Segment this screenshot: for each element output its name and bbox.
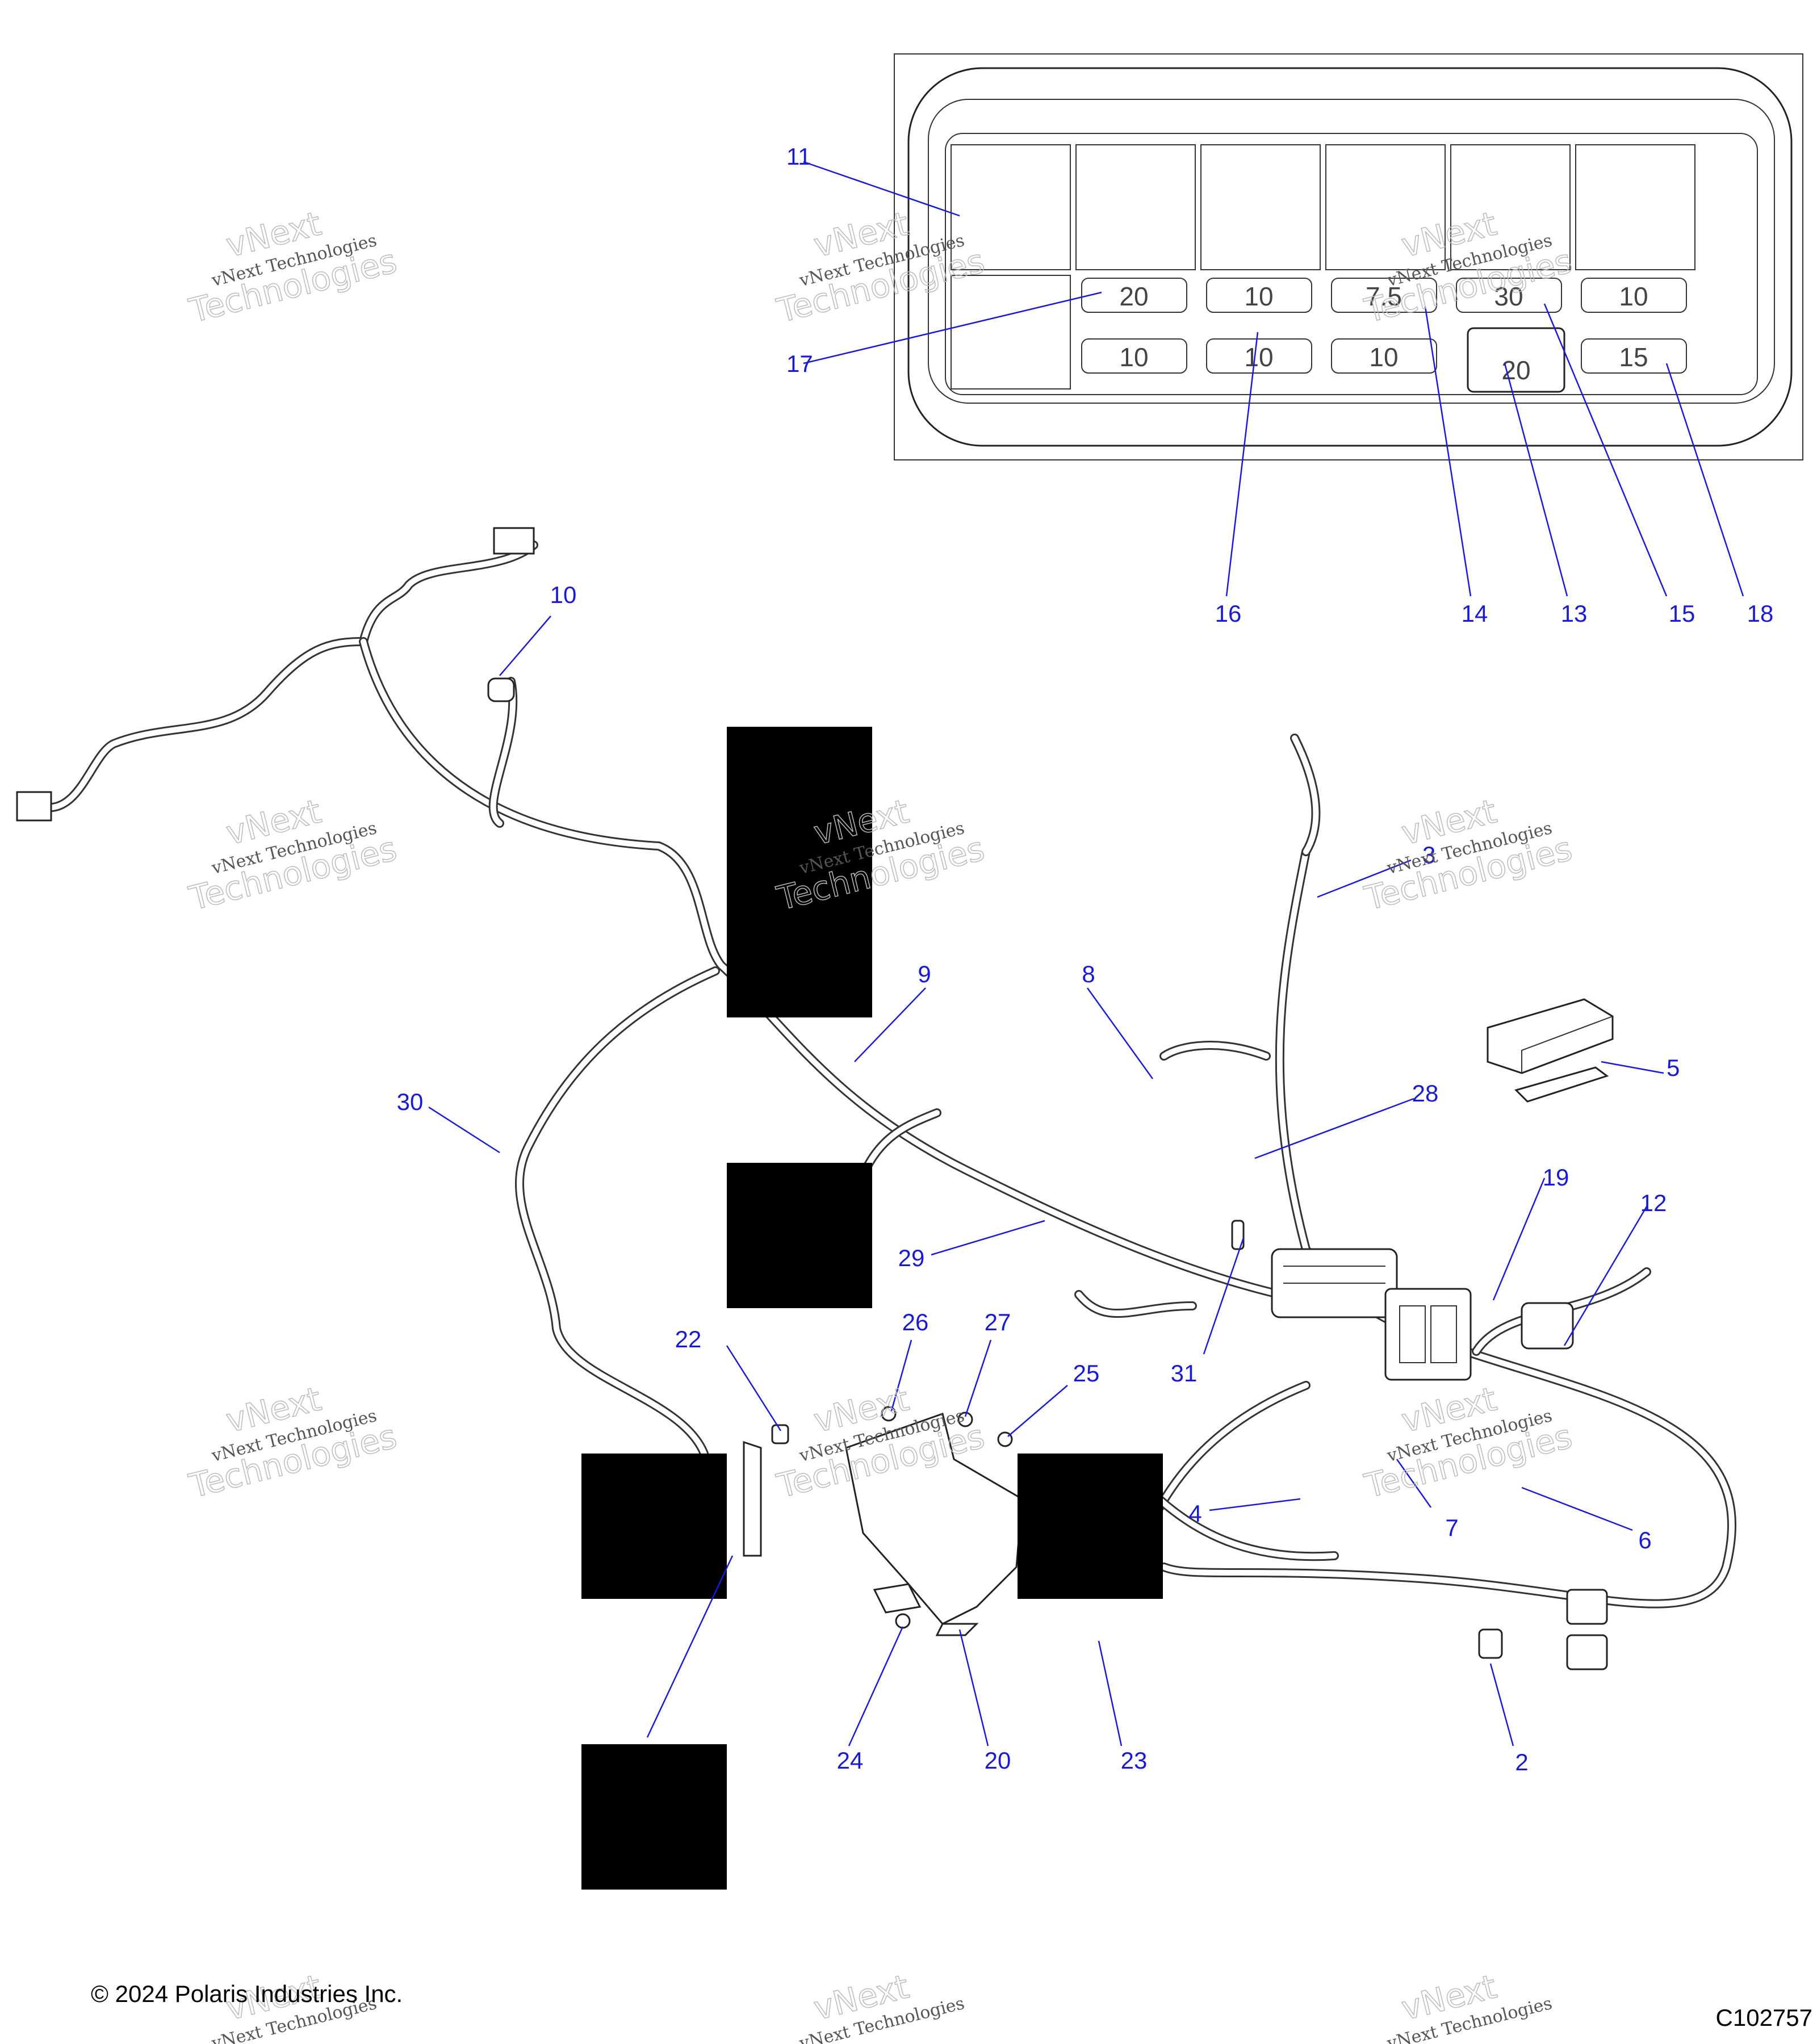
fuse-top-3: 7.5: [1331, 278, 1437, 313]
fuse-box-detail: 20 10 7.5 30 10 10: [894, 53, 1803, 460]
fuse-rating: 15: [1619, 342, 1648, 372]
watermark: vNext vNext Technologies Technologies: [185, 791, 401, 919]
callout-16: 16: [1215, 600, 1242, 627]
fuse-top-4: 30: [1456, 278, 1562, 313]
watermark: vNext vNext Technologies: [1385, 1967, 1555, 2044]
connector-pair-rear: [1566, 1589, 1608, 1670]
fuse-rating: 7.5: [1366, 282, 1402, 311]
callout-31: 31: [1171, 1360, 1198, 1387]
fuse-rating: 10: [1119, 342, 1148, 372]
fuse-rating: 10: [1369, 342, 1398, 372]
fuse-part-31: [1231, 1220, 1245, 1250]
callout-7: 7: [1445, 1514, 1458, 1541]
callout-12: 12: [1640, 1189, 1667, 1216]
copyright-notice: © 2024 Polaris Industries Inc.: [91, 1980, 403, 2007]
fuse-bottom-5: 15: [1581, 338, 1687, 374]
callout-15: 15: [1669, 600, 1695, 627]
callout-27: 27: [985, 1309, 1011, 1335]
callout-10: 10: [550, 581, 577, 608]
fuse-top-1: 20: [1081, 278, 1187, 313]
watermark: vNext vNext Technologies: [797, 1967, 967, 2044]
fuse-rating: 20: [1119, 282, 1148, 311]
fuse-label-part-5: [1514, 1066, 1609, 1103]
callout-labels: 11 17 16 14 13 15 18 10 3 5 9 8 28 30 29…: [397, 143, 1774, 1775]
callout-18: 18: [1747, 600, 1774, 627]
fastener-part-24: [895, 1613, 911, 1629]
fuse-rating: 10: [1619, 282, 1648, 311]
fuse-rating: 30: [1494, 282, 1523, 311]
fuse-box-cover-part-5: [1487, 998, 1614, 1074]
leader-lines: [428, 161, 1744, 1746]
connector-front-left: [16, 791, 52, 822]
figure-id: C102757: [1715, 2004, 1812, 2031]
connector-front-top: [493, 527, 535, 555]
fuse-rating: 10: [1244, 342, 1273, 372]
power-distribution-module: [1271, 1248, 1398, 1318]
fuse-bottom-2: 10: [1206, 338, 1312, 374]
callout-19: 19: [1543, 1164, 1569, 1191]
callout-28: 28: [1412, 1080, 1439, 1107]
watermark: vNext vNext Technologies Technologies: [185, 204, 401, 331]
fuse-bottom-3: 10: [1331, 338, 1437, 374]
relay-part-12: [1521, 1302, 1574, 1350]
fuse-row-bottom: 10 10 10 20 15: [1081, 327, 1687, 393]
callout-9: 9: [918, 961, 931, 987]
fuse-rating: 10: [1244, 282, 1273, 311]
callout-30: 30: [397, 1088, 424, 1115]
callout-13: 13: [1561, 600, 1588, 627]
screw-part-22: [771, 1424, 789, 1444]
callout-8: 8: [1082, 961, 1095, 987]
callout-22: 22: [675, 1326, 702, 1352]
fuse-bottom-1: 10: [1081, 338, 1187, 374]
callout-17: 17: [786, 350, 813, 377]
callout-11: 11: [786, 143, 811, 170]
redaction-blocks: [581, 727, 1163, 1890]
callout-24: 24: [837, 1747, 864, 1774]
watermark: vNext vNext Technologies Technologies: [1360, 791, 1576, 919]
fuse-top-2: 10: [1206, 278, 1312, 313]
fuse-row-top: 20 10 7.5 30 10: [1081, 278, 1687, 313]
connector-part-2: [1478, 1628, 1503, 1659]
callout-3: 3: [1422, 841, 1435, 868]
watermark: vNext vNext Technologies Technologies: [773, 204, 989, 331]
watermark: vNext vNext Technologies Technologies: [1360, 1379, 1576, 1506]
mounting-bracket-part-20: [845, 1413, 1023, 1636]
callout-2: 2: [1515, 1749, 1528, 1775]
connector-part-10: [487, 677, 515, 702]
callout-25: 25: [1073, 1360, 1100, 1387]
callout-6: 6: [1638, 1527, 1651, 1553]
relay-row: [951, 144, 1695, 389]
bracket-part-21: [743, 1440, 762, 1557]
callout-5: 5: [1667, 1054, 1680, 1081]
callout-26: 26: [902, 1309, 929, 1335]
watermark: vNext vNext Technologies Technologies: [185, 1379, 401, 1506]
fuse-bottom-4-large: 20: [1467, 327, 1565, 393]
fastener-part-27: [957, 1411, 973, 1427]
callout-29: 29: [898, 1245, 925, 1271]
callout-14: 14: [1462, 600, 1488, 627]
callout-23: 23: [1121, 1747, 1148, 1774]
callout-20: 20: [985, 1747, 1011, 1774]
fuse-top-5: 10: [1581, 278, 1687, 313]
ecu-connector-block: [1384, 1288, 1472, 1381]
callout-4: 4: [1188, 1500, 1201, 1527]
